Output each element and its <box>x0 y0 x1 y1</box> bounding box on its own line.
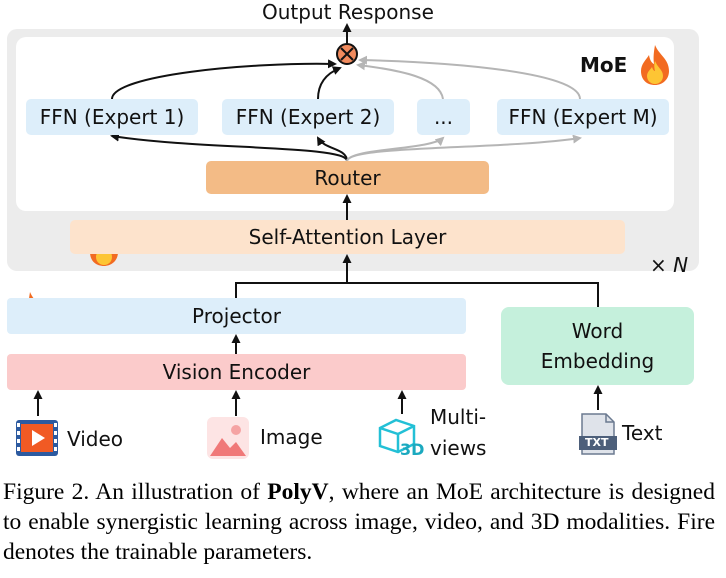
multiviews-label-line2: views <box>430 436 487 460</box>
output-response-label: Output Response <box>262 0 434 24</box>
badge-3d: 3D <box>400 440 425 459</box>
repeat-n-label: × N <box>650 253 689 277</box>
multiviews-label-line1: Multi- <box>430 405 487 429</box>
expert-1-box: FFN (Expert 1) <box>26 99 198 135</box>
fire-icon <box>641 45 669 85</box>
text-label: Text <box>622 421 663 445</box>
caption-prefix: Figure 2. An illustration of <box>3 479 268 505</box>
video-icon <box>16 420 58 456</box>
expert-2-box: FFN (Expert 2) <box>222 99 394 135</box>
badge-txt: TXT <box>585 436 609 449</box>
word-embedding-label: Word Embedding <box>540 319 655 373</box>
vision-encoder-box: Vision Encoder <box>7 354 466 390</box>
expert-ellipsis-box: ... <box>417 99 470 135</box>
word-embedding-box: Word Embedding <box>501 307 694 385</box>
figure-caption: Figure 2. An illustration of PolyV, wher… <box>3 477 715 567</box>
image-label: Image <box>260 425 323 449</box>
moe-label: MoE <box>580 53 628 77</box>
self-attention-box: Self-Attention Layer <box>70 220 625 254</box>
text-file-icon <box>579 413 617 455</box>
expert-m-box: FFN (Expert M) <box>497 99 669 135</box>
projector-box: Projector <box>7 298 466 334</box>
cube-3d-icon <box>378 418 416 454</box>
caption-model-name: PolyV <box>267 479 329 505</box>
caption-suffix: , where an MoE architecture is designed … <box>3 479 715 565</box>
video-label: Video <box>67 427 124 451</box>
router-box: Router <box>206 161 489 194</box>
image-icon <box>207 417 249 459</box>
